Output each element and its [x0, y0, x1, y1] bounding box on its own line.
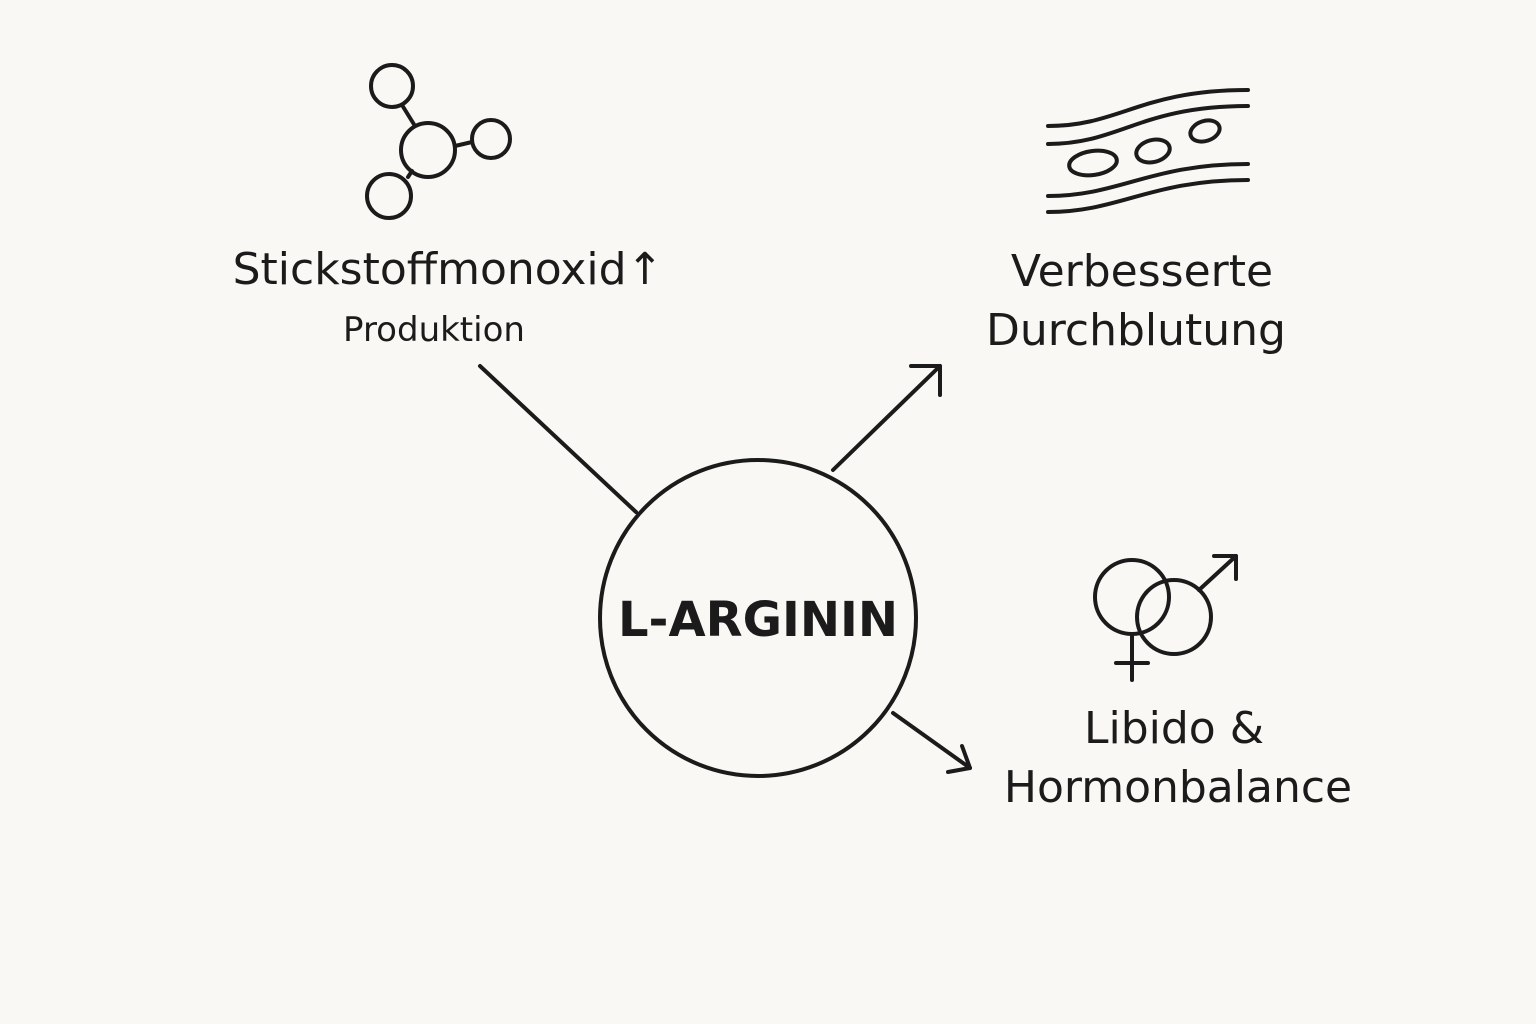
libido-arrow — [891, 711, 972, 774]
libido-label-line1: Libido & — [1084, 703, 1264, 754]
circulation-label-line1: Verbesserte — [1011, 246, 1273, 297]
circulation-label-line2: Durchblutung — [986, 305, 1286, 356]
l-arginine-label: L-ARGININ — [618, 592, 898, 648]
libido-label-line2: Hormonbalance — [1004, 762, 1352, 813]
circulation-arrow — [831, 364, 942, 472]
nitric-oxide-title: Stickstoffmonoxid↑ — [233, 244, 664, 295]
molecule-icon — [365, 63, 512, 220]
nitric-oxide-connector — [478, 364, 638, 514]
nitric-oxide-subtitle: Produktion — [343, 310, 525, 350]
l-arginine-circle — [598, 458, 918, 778]
blood-vessel-icon — [1046, 88, 1250, 214]
gender-symbols-icon — [1093, 554, 1238, 682]
